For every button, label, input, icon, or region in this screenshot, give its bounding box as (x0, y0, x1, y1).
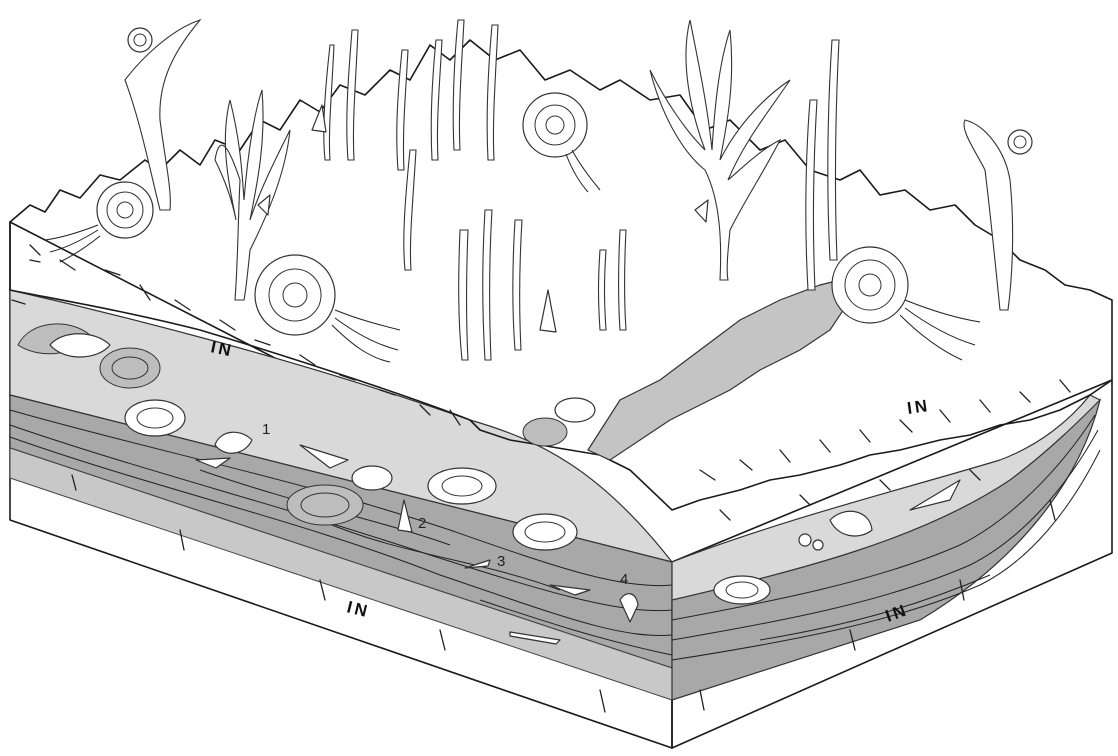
ammonite-icon (1008, 130, 1032, 154)
crinoid-icon (397, 50, 408, 170)
crinoid-icon (619, 230, 627, 330)
ammonite-icon (513, 514, 577, 550)
swimming-ammonite-3 (523, 93, 600, 192)
crinoid-icon (487, 25, 498, 160)
label-1: 1 (262, 421, 270, 438)
tall-crinoid-right (964, 120, 1032, 310)
unit-label-in: IN (906, 396, 931, 418)
bivalve-icon (799, 534, 811, 546)
crinoid-icon (347, 30, 358, 160)
crinoid-icon (599, 250, 607, 330)
crinoid-icon (483, 210, 492, 360)
crinoid-icon (404, 150, 416, 270)
swimming-ammonite-4 (832, 247, 980, 360)
label-3: 3 (497, 553, 505, 570)
crinoid-icon (431, 40, 442, 160)
ammonite-icon (714, 576, 770, 604)
ammonite-icon (287, 485, 363, 525)
ammonite-icon (100, 348, 160, 388)
crinoid-icon (324, 45, 334, 160)
channel (588, 280, 850, 460)
ammonite-icon (125, 400, 185, 436)
ammonite-icon (352, 466, 392, 490)
crinoid-icon (513, 220, 522, 350)
crinoid-icon (459, 230, 468, 360)
tall-crinoid-left (125, 20, 200, 210)
swimming-ammonite-1 (45, 182, 153, 262)
ammonite-icon (555, 398, 595, 422)
unit-label-in: IN (345, 597, 372, 621)
branching-crinoid-right (650, 20, 790, 280)
gastropod-icon (695, 200, 708, 222)
crinoid-icon (828, 40, 839, 260)
ammonite-icon (128, 28, 152, 52)
ammonite-icon (523, 418, 567, 446)
ammonite-icon (97, 182, 153, 238)
crinoid-icon (453, 20, 464, 150)
swimming-ammonite-2 (255, 255, 400, 362)
gastropod-icon (540, 290, 556, 332)
ammonite-icon (255, 255, 335, 335)
label-4: 4 (620, 571, 628, 588)
ammonite-icon (428, 468, 496, 504)
bivalve-icon (813, 540, 823, 550)
ammonite-icon (832, 247, 908, 323)
crinoid-icon (806, 100, 817, 290)
ammonite-icon (523, 93, 587, 157)
label-2: 2 (418, 515, 426, 532)
